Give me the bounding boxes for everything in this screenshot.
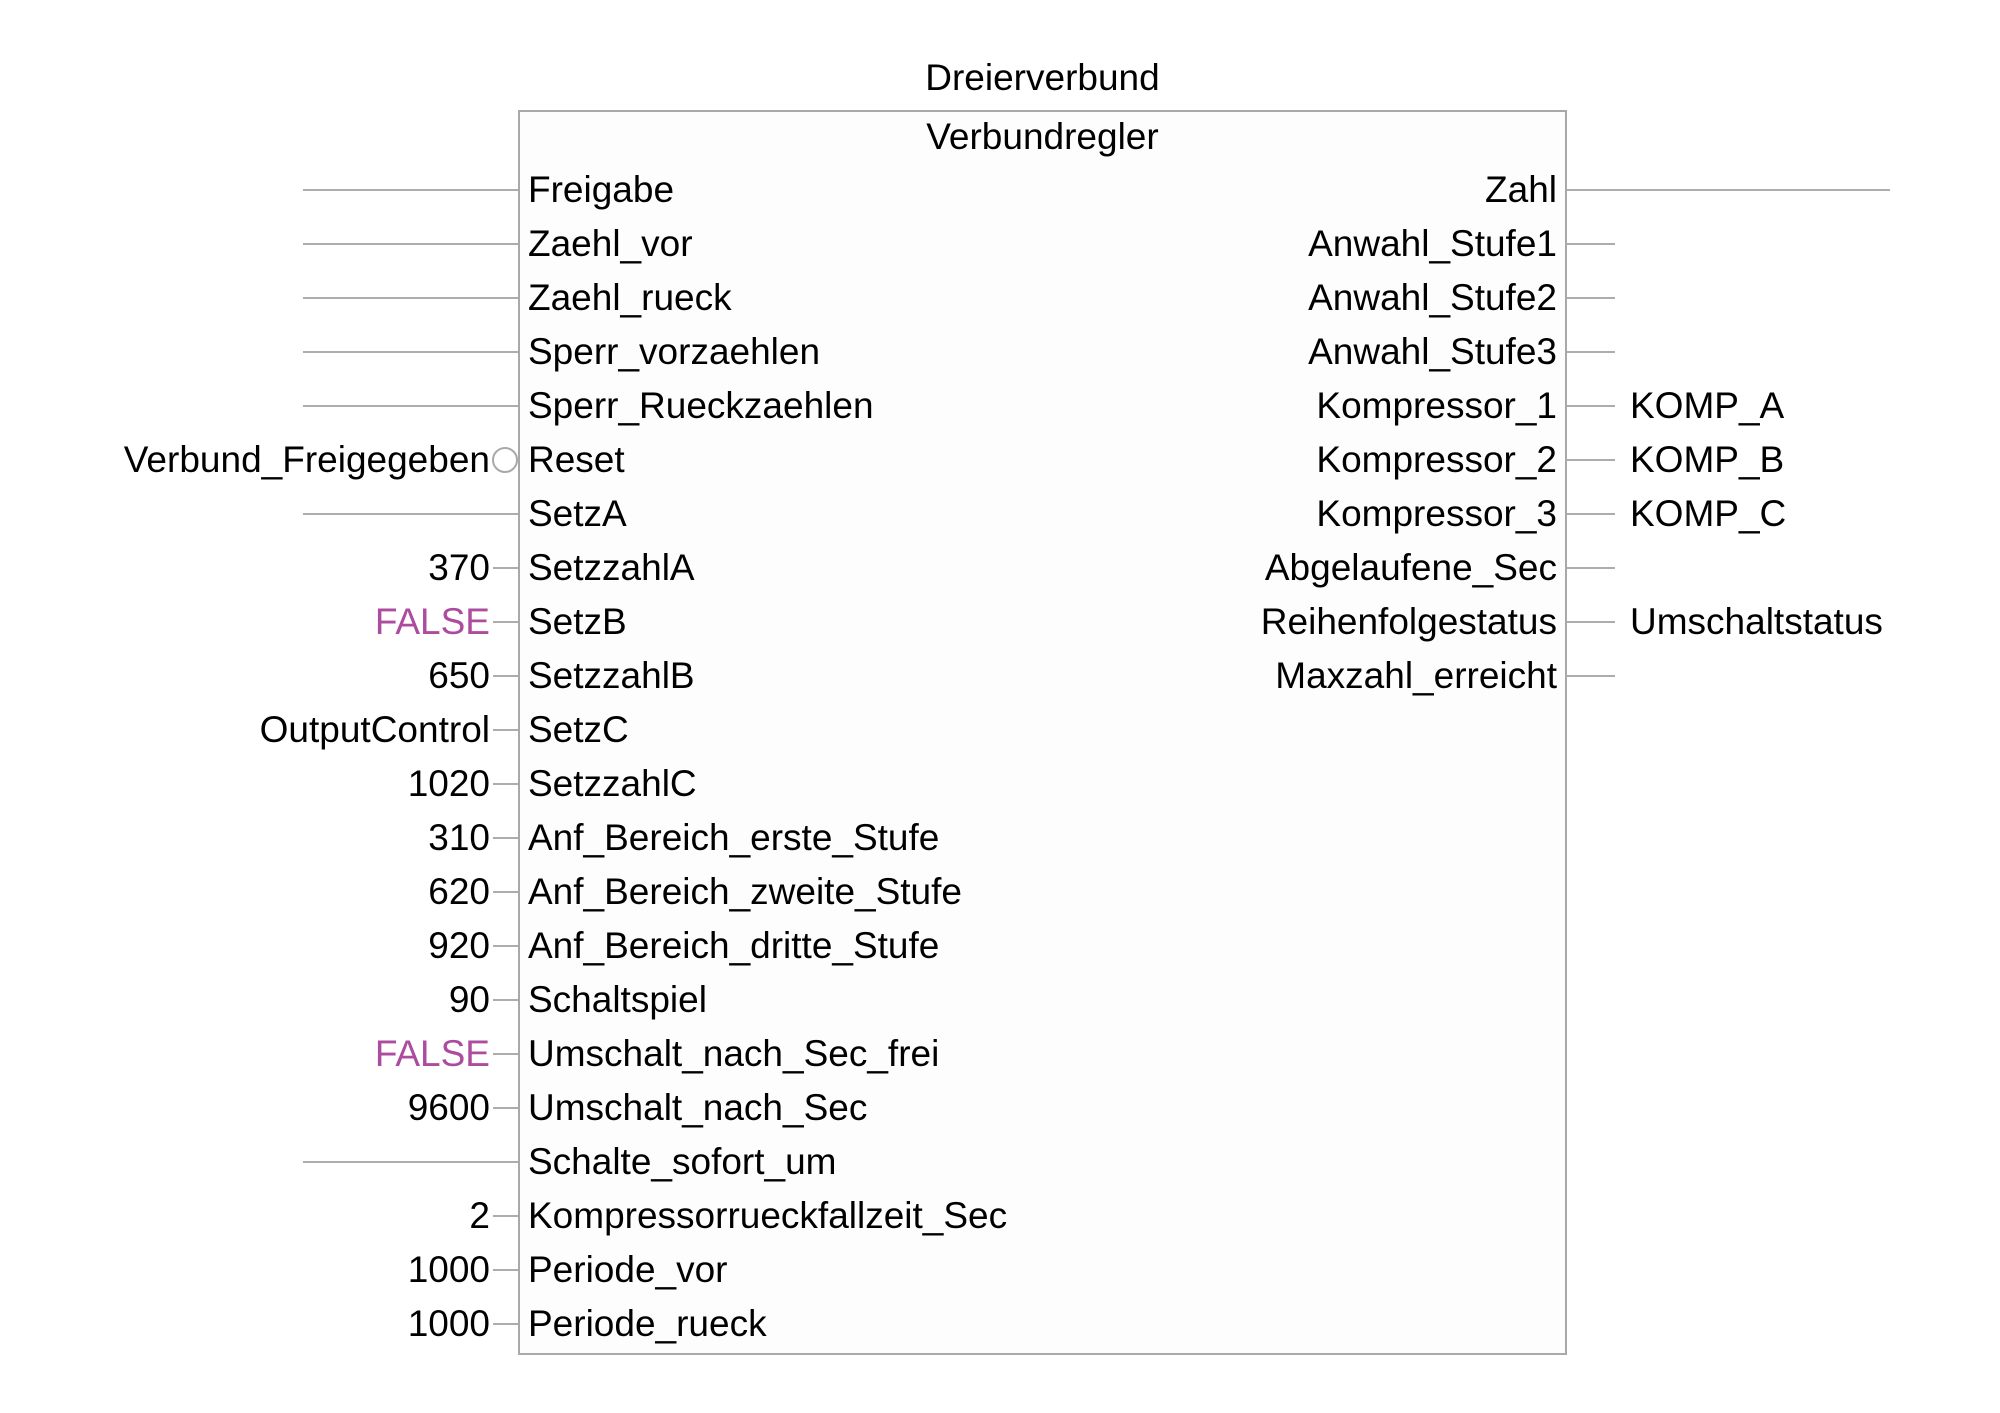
output-pin-label: Kompressor_3 — [1316, 493, 1557, 534]
input-value-literal[interactable]: 2 — [469, 1195, 490, 1236]
input-value-literal[interactable]: 1000 — [407, 1249, 490, 1290]
input-pin-label: SetzzahlB — [528, 655, 695, 696]
input-pin-label: Periode_rueck — [528, 1303, 767, 1344]
input-wire[interactable] — [303, 1161, 518, 1163]
input-wire[interactable] — [303, 405, 518, 407]
input-pin-label: SetzzahlA — [528, 547, 695, 588]
input-value-stub[interactable] — [493, 567, 518, 569]
function-block[interactable] — [518, 110, 1567, 1355]
input-pin-label: Umschalt_nach_Sec — [528, 1087, 868, 1128]
input-value-stub[interactable] — [493, 945, 518, 947]
input-wire[interactable] — [303, 189, 518, 191]
input-pin-label: SetzB — [528, 601, 627, 642]
input-value-stub[interactable] — [493, 1215, 518, 1217]
input-pin-label: Anf_Bereich_erste_Stufe — [528, 817, 940, 858]
output-stub[interactable] — [1567, 621, 1615, 623]
input-value-stub[interactable] — [493, 783, 518, 785]
input-pin-label: Sperr_vorzaehlen — [528, 331, 821, 372]
input-value-literal[interactable]: 9600 — [407, 1087, 490, 1128]
input-pin-label: Kompressorrueckfallzeit_Sec — [528, 1195, 1008, 1236]
output-stub[interactable] — [1567, 243, 1615, 245]
input-value-stub[interactable] — [493, 1269, 518, 1271]
output-pin-label: Kompressor_1 — [1316, 385, 1557, 426]
output-pin-label: Kompressor_2 — [1316, 439, 1557, 480]
input-value-literal[interactable]: 920 — [428, 925, 490, 966]
input-value-stub[interactable] — [493, 999, 518, 1001]
output-stub[interactable] — [1567, 405, 1615, 407]
output-stub[interactable] — [1567, 675, 1615, 677]
input-value-literal[interactable]: FALSE — [374, 601, 490, 642]
output-variable[interactable]: KOMP_A — [1630, 385, 1785, 426]
input-value-stub[interactable] — [493, 621, 518, 623]
input-value-stub[interactable] — [493, 1323, 518, 1325]
input-pin-label: Anf_Bereich_zweite_Stufe — [528, 871, 962, 912]
block-instance-name[interactable]: Dreierverbund — [925, 57, 1160, 98]
input-wire[interactable] — [303, 513, 518, 515]
input-wire[interactable] — [303, 297, 518, 299]
input-variable[interactable]: Verbund_Freigegeben — [123, 439, 490, 480]
input-value-literal[interactable]: 1020 — [407, 763, 490, 804]
output-pin-label: Maxzahl_erreicht — [1275, 655, 1557, 696]
input-pin-label: Zaehl_vor — [528, 223, 693, 264]
input-pin-label: Zaehl_rueck — [528, 277, 732, 318]
output-pin-label: Anwahl_Stufe3 — [1308, 331, 1557, 372]
output-pin-label: Zahl — [1485, 169, 1557, 210]
input-value-stub[interactable] — [493, 1107, 518, 1109]
input-pin-label: Umschalt_nach_Sec_frei — [528, 1033, 940, 1074]
input-pin-label: Sperr_Rueckzaehlen — [528, 385, 874, 426]
input-pin-label: Freigabe — [528, 169, 675, 210]
output-stub[interactable] — [1567, 459, 1615, 461]
input-pin-label: Anf_Bereich_dritte_Stufe — [528, 925, 940, 966]
output-pin-label: Reihenfolgestatus — [1260, 601, 1557, 642]
output-pin-label: Anwahl_Stufe2 — [1308, 277, 1557, 318]
output-stub[interactable] — [1567, 351, 1615, 353]
input-pin-label: SetzC — [528, 709, 629, 750]
output-stub[interactable] — [1567, 567, 1615, 569]
output-wire[interactable] — [1567, 189, 1890, 191]
input-pin-label: Schalte_sofort_um — [528, 1141, 837, 1182]
input-value-literal[interactable]: FALSE — [374, 1033, 490, 1074]
input-value-stub[interactable] — [493, 729, 518, 731]
input-pin-label: Periode_vor — [528, 1249, 728, 1290]
output-variable[interactable]: Umschaltstatus — [1630, 601, 1883, 642]
output-pin-label: Anwahl_Stufe1 — [1308, 223, 1557, 264]
output-variable[interactable]: KOMP_B — [1630, 439, 1785, 480]
output-pin-label: Abgelaufene_Sec — [1264, 547, 1557, 588]
block-type-name: Verbundregler — [926, 116, 1159, 157]
input-pin-label: Reset — [528, 439, 625, 480]
input-value-stub[interactable] — [493, 1053, 518, 1055]
input-value-literal[interactable]: OutputControl — [259, 709, 490, 750]
input-value-stub[interactable] — [493, 891, 518, 893]
input-pin-label: SetzzahlC — [528, 763, 697, 804]
input-pin-label: Schaltspiel — [528, 979, 707, 1020]
input-value-literal[interactable]: 650 — [428, 655, 490, 696]
output-variable[interactable]: KOMP_C — [1630, 493, 1787, 534]
input-value-literal[interactable]: 620 — [428, 871, 490, 912]
input-value-literal[interactable]: 1000 — [407, 1303, 490, 1344]
input-value-literal[interactable]: 90 — [448, 979, 490, 1020]
output-stub[interactable] — [1567, 297, 1615, 299]
input-value-literal[interactable]: 370 — [428, 547, 490, 588]
input-value-stub[interactable] — [493, 675, 518, 677]
negation-circle[interactable] — [492, 447, 518, 473]
input-wire[interactable] — [303, 243, 518, 245]
input-pin-label: SetzA — [528, 493, 627, 534]
input-wire[interactable] — [303, 351, 518, 353]
output-stub[interactable] — [1567, 513, 1615, 515]
input-value-stub[interactable] — [493, 837, 518, 839]
input-value-literal[interactable]: 310 — [428, 817, 490, 858]
